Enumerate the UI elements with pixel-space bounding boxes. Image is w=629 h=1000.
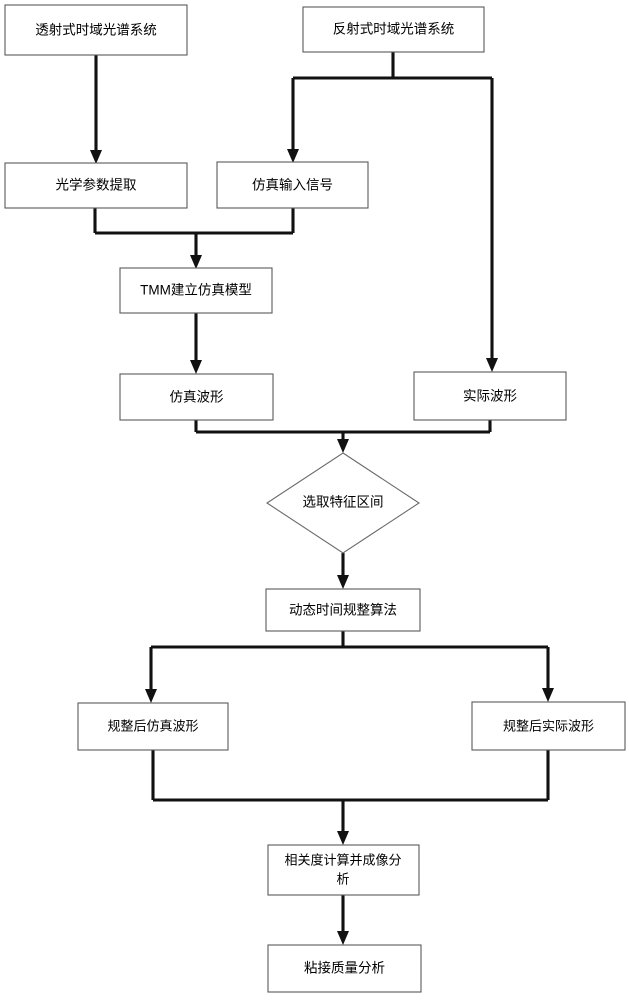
node-simulation-input-signal-label: 仿真输入信号 — [252, 178, 333, 193]
edge-dtw-split-bus — [151, 631, 548, 649]
node-correlation-imaging-analysis-label-line1: 相关度计算并成像分 — [284, 852, 401, 867]
node-optical-param-extraction[interactable]: 光学参数提取 — [4, 162, 188, 209]
node-simulation-input-signal[interactable]: 仿真输入信号 — [216, 161, 369, 209]
node-simulated-waveform[interactable]: 仿真波形 — [119, 373, 274, 421]
node-bonding-quality-analysis[interactable]: 粘接质量分析 — [267, 944, 422, 993]
edge-select-feature-to-dtw — [337, 553, 349, 589]
node-actual-waveform[interactable]: 实际波形 — [413, 371, 567, 421]
edge-merge-bus-to-correlation — [153, 798, 548, 845]
edge-reflection-to-actual-waveform — [486, 78, 498, 372]
node-reflection-system[interactable]: 反射式时域光谱系统 — [302, 6, 485, 53]
edge-merge-bus-to-select-feature — [196, 430, 490, 453]
node-correlation-imaging-analysis-label-line2: 析 — [336, 871, 349, 886]
node-tmm-model-label: TMM建立仿真模型 — [140, 283, 252, 298]
node-select-feature-interval-label: 选取特征区间 — [303, 495, 384, 510]
node-select-feature-interval[interactable]: 选取特征区间 — [265, 452, 421, 554]
node-warped-actual-waveform-label: 规整后实际波形 — [503, 718, 594, 733]
node-dtw-algorithm[interactable]: 动态时间规整算法 — [265, 588, 421, 632]
edge-merge-bus-to-tmm — [95, 231, 293, 269]
node-bonding-quality-analysis-label: 粘接质量分析 — [304, 960, 385, 976]
node-actual-waveform-label: 实际波形 — [463, 389, 517, 404]
edge-tmm-to-simulated-waveform — [190, 313, 202, 374]
node-transmission-system[interactable]: 透射式时域光谱系统 — [4, 4, 188, 56]
node-optical-param-extraction-label: 光学参数提取 — [56, 177, 137, 193]
edge-dtw-to-warped-simulated — [145, 647, 157, 703]
node-tmm-model[interactable]: TMM建立仿真模型 — [119, 267, 273, 314]
node-reflection-system-label: 反射式时域光谱系统 — [333, 22, 455, 37]
node-warped-simulated-waveform[interactable]: 规整后仿真波形 — [77, 702, 229, 751]
node-dtw-algorithm-label: 动态时间规整算法 — [289, 603, 397, 618]
edge-reflection-split-bus — [293, 52, 492, 80]
node-correlation-imaging-analysis[interactable]: 相关度计算并成像分 析 — [267, 844, 420, 896]
node-transmission-system-label: 透射式时域光谱系统 — [35, 23, 157, 38]
node-simulated-waveform-label: 仿真波形 — [170, 390, 224, 405]
edge-reflection-to-simulation-input — [287, 78, 299, 163]
edge-correlation-to-bonding-quality — [337, 895, 349, 945]
edge-dtw-to-warped-actual — [542, 647, 554, 702]
node-warped-simulated-waveform-label: 规整后仿真波形 — [107, 718, 198, 733]
edge-transmission-to-optical-param — [90, 55, 102, 164]
node-warped-actual-waveform[interactable]: 规整后实际波形 — [471, 701, 626, 751]
